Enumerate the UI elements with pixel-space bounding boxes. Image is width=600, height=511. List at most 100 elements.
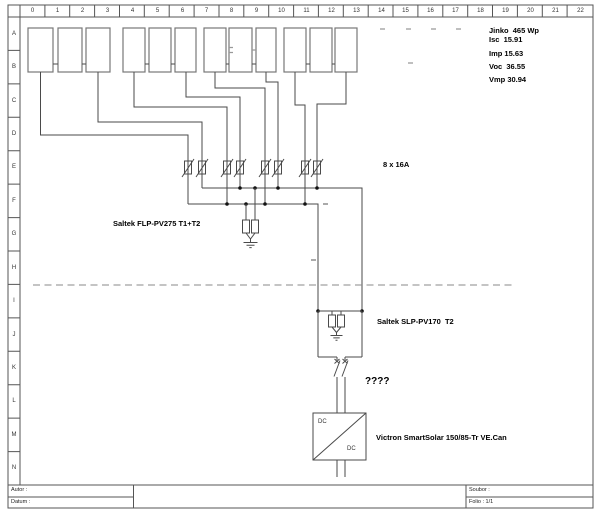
grid-row-label: E	[11, 164, 16, 170]
fuse-icon	[258, 158, 272, 204]
spd2-leads	[331, 311, 342, 315]
pv-panel	[228, 27, 253, 73]
fuse-bank-label: 8 x 16A	[383, 160, 410, 169]
pv-panel	[309, 27, 333, 73]
grid-column-label: 10	[278, 8, 285, 14]
sheet-border	[7, 4, 594, 509]
fuse-bank	[181, 158, 324, 204]
grid-column-label: 5	[155, 8, 160, 14]
continuation-dashes	[229, 28, 461, 64]
row-ticks	[8, 49, 20, 453]
panel-spec-vmp: Vmp 30.94	[489, 75, 527, 84]
dcdc-converter-box	[312, 412, 367, 477]
grid-column-label: 11	[303, 8, 310, 14]
fuse-icon	[271, 158, 285, 188]
grid-row-label: B	[11, 64, 16, 70]
pv-panel	[57, 27, 83, 73]
pv-array	[27, 27, 358, 158]
grid-column-label: 21	[552, 8, 559, 14]
panel-spec-model: Jinko 465 Wp	[489, 26, 540, 35]
pv-panel	[203, 27, 227, 73]
title-block	[8, 484, 593, 508]
pv-panel	[334, 27, 358, 73]
junction-dot	[303, 202, 307, 206]
grid-column-label: 13	[353, 8, 360, 14]
titleblock-file-label: Soubor :	[469, 487, 490, 493]
pv-panel	[283, 27, 307, 73]
earth-ground-icon	[243, 232, 258, 249]
breaker-icons	[333, 357, 349, 413]
varistor-icon	[251, 219, 259, 234]
grid-column-label: 15	[402, 8, 409, 14]
converter-output-wires	[336, 460, 346, 477]
grid-column-label: 3	[105, 8, 110, 14]
pv-panel	[174, 27, 197, 73]
titleblock-column-dividers	[133, 485, 467, 508]
spd1-leads	[245, 188, 256, 220]
spd1-symbol	[242, 188, 259, 249]
varistor-icon	[328, 314, 336, 328]
pv-panel	[122, 27, 146, 73]
grid-column-label: 17	[452, 8, 459, 14]
pv-panel	[27, 27, 54, 73]
grid-row-label: L	[12, 398, 16, 404]
busbar-positive	[202, 187, 363, 311]
grid-column-label: 14	[378, 8, 385, 14]
grid-row-label: M	[11, 432, 17, 438]
converter-diagonal	[312, 412, 367, 461]
junction-dot	[276, 186, 280, 190]
grid-row-label: A	[11, 31, 16, 37]
grid-row-label: G	[11, 231, 17, 237]
grid-column-label: 7	[204, 8, 209, 14]
grid-row-label: N	[11, 465, 17, 471]
titleblock-author-label: Autor :	[11, 487, 28, 493]
spd1-label: Saltek FLP-PV275 T1+T2	[113, 219, 201, 228]
pv-panel	[85, 27, 111, 73]
grid-column-label: 12	[328, 8, 335, 14]
grid-column-label: 18	[477, 8, 484, 14]
grid-column-label: 0	[30, 8, 35, 14]
fuse-icon	[298, 158, 312, 204]
grid-column-label: 20	[527, 8, 534, 14]
converter-dc-input-label: DC	[318, 419, 327, 425]
polarity-minus-marks	[311, 203, 328, 261]
fuse-icon	[195, 158, 209, 188]
grid-row-label: J	[12, 332, 16, 338]
grid-column-label: 8	[229, 8, 234, 14]
varistor-icon	[242, 219, 250, 234]
grid-column-label: 16	[427, 8, 434, 14]
panel-spec-imp: Imp 15.63	[489, 49, 524, 58]
pv-panel	[148, 27, 172, 73]
earth-ground-icon	[330, 326, 343, 341]
spd2-frame-wires	[317, 310, 363, 357]
grid-row-label: F	[12, 198, 16, 204]
converter-dc-output-label: DC	[347, 446, 356, 452]
titleblock-folio-label: Folio : 1/1	[469, 499, 494, 505]
grid-row-label: I	[13, 298, 15, 304]
varistor-icon	[337, 314, 345, 328]
titleblock-date-label: Datum :	[11, 499, 31, 505]
grid-column-label: 22	[577, 8, 584, 14]
fuse-icon	[181, 158, 195, 204]
junction-dot	[225, 202, 229, 206]
grid-row-label: K	[11, 365, 16, 371]
pv-string-wires	[40, 72, 347, 158]
dc-busbars	[188, 186, 364, 313]
panel-spec-voc: Voc 36.55	[489, 62, 526, 71]
grid-column-label: 19	[502, 8, 509, 14]
converter-outline	[312, 412, 367, 461]
busbar-negative	[188, 203, 319, 311]
grid-row-label: C	[11, 98, 17, 104]
grid-column-label: 9	[254, 8, 259, 14]
spd2-symbol	[317, 310, 363, 358]
grid-column-label: 6	[180, 8, 185, 14]
junction-dot	[315, 186, 319, 190]
outer-border	[7, 4, 594, 509]
junction-dot	[238, 186, 242, 190]
breaker-icon	[341, 357, 349, 413]
grid-column-label: 4	[130, 8, 135, 14]
fuse-icon	[233, 158, 247, 188]
grid-column-label: 2	[80, 8, 85, 14]
